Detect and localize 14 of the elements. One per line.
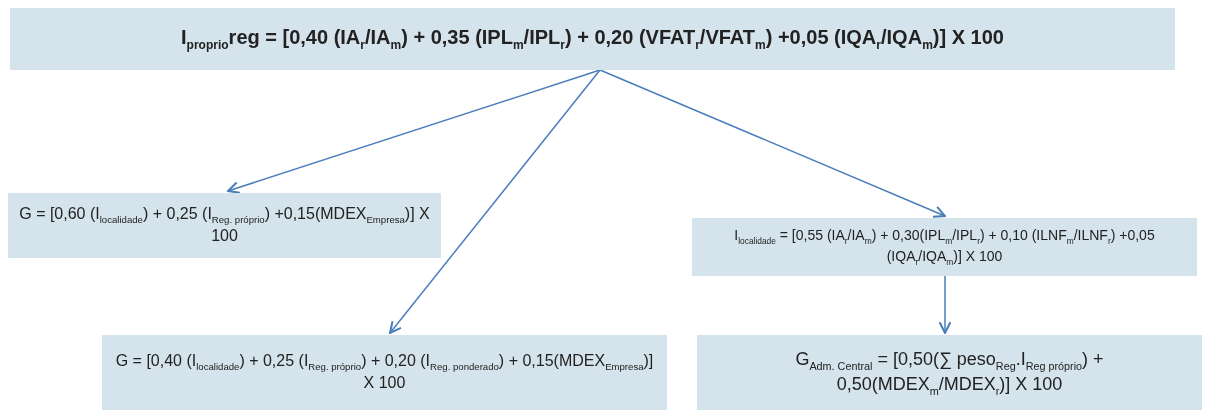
formula: G = [0,40 (I$_{localidade}$) + 0,25 (I$_{Reg. próprio}$) + 0,20 (I$_{Reg. ponderado}$) + 0,15(MDEX$_{Empresa}$)] X 100 <box>114 350 655 394</box>
formula: I$_{proprio}$reg = [0,40 (IA$_{r}$/IA$_{m}$) + 0,35 (IPL$_{m}$/IPL$_{r}$) + 0,20 (VFAT$_{r}$/VFAT$_{m}$) +0,05 (IQA$_{r}$/IQA$_{m}$)] X 100 <box>181 25 1004 54</box>
formula: G$_{Adm. Central}$ = [0,50(∑ peso$_{Reg}$.I$_{Reg próprio}$) + 0,50(MDEX$_{m}$/MDEX$_{r}$)] X 100 <box>794 347 1105 398</box>
formula: I$_{localidade}$ = [0,55 (IA$_{r}$/IA$_{m}$) + 0,30(IPL$_{m}$/IPL$_{r}$) + 0,10 (ILNF$_{m}$/ILNF$_{r}$) +0,05 (IQA$_{r}$/IQA$_{m}$)] X 100 <box>733 226 1156 268</box>
arrow <box>599 69 946 218</box>
arrow <box>227 69 601 194</box>
formula-box <box>692 218 1197 276</box>
formula-box <box>102 335 667 410</box>
formula-box <box>697 335 1202 410</box>
arrow <box>938 275 952 334</box>
arrow <box>389 69 601 334</box>
formula: G = [0,60 (I$_{localidade}$) + 0,25 (I$_{Reg. próprio}$) +0,15(MDEX$_{Empresa}$)] X 100 <box>18 203 431 247</box>
formula-box <box>8 193 441 258</box>
formula-box <box>10 8 1175 70</box>
